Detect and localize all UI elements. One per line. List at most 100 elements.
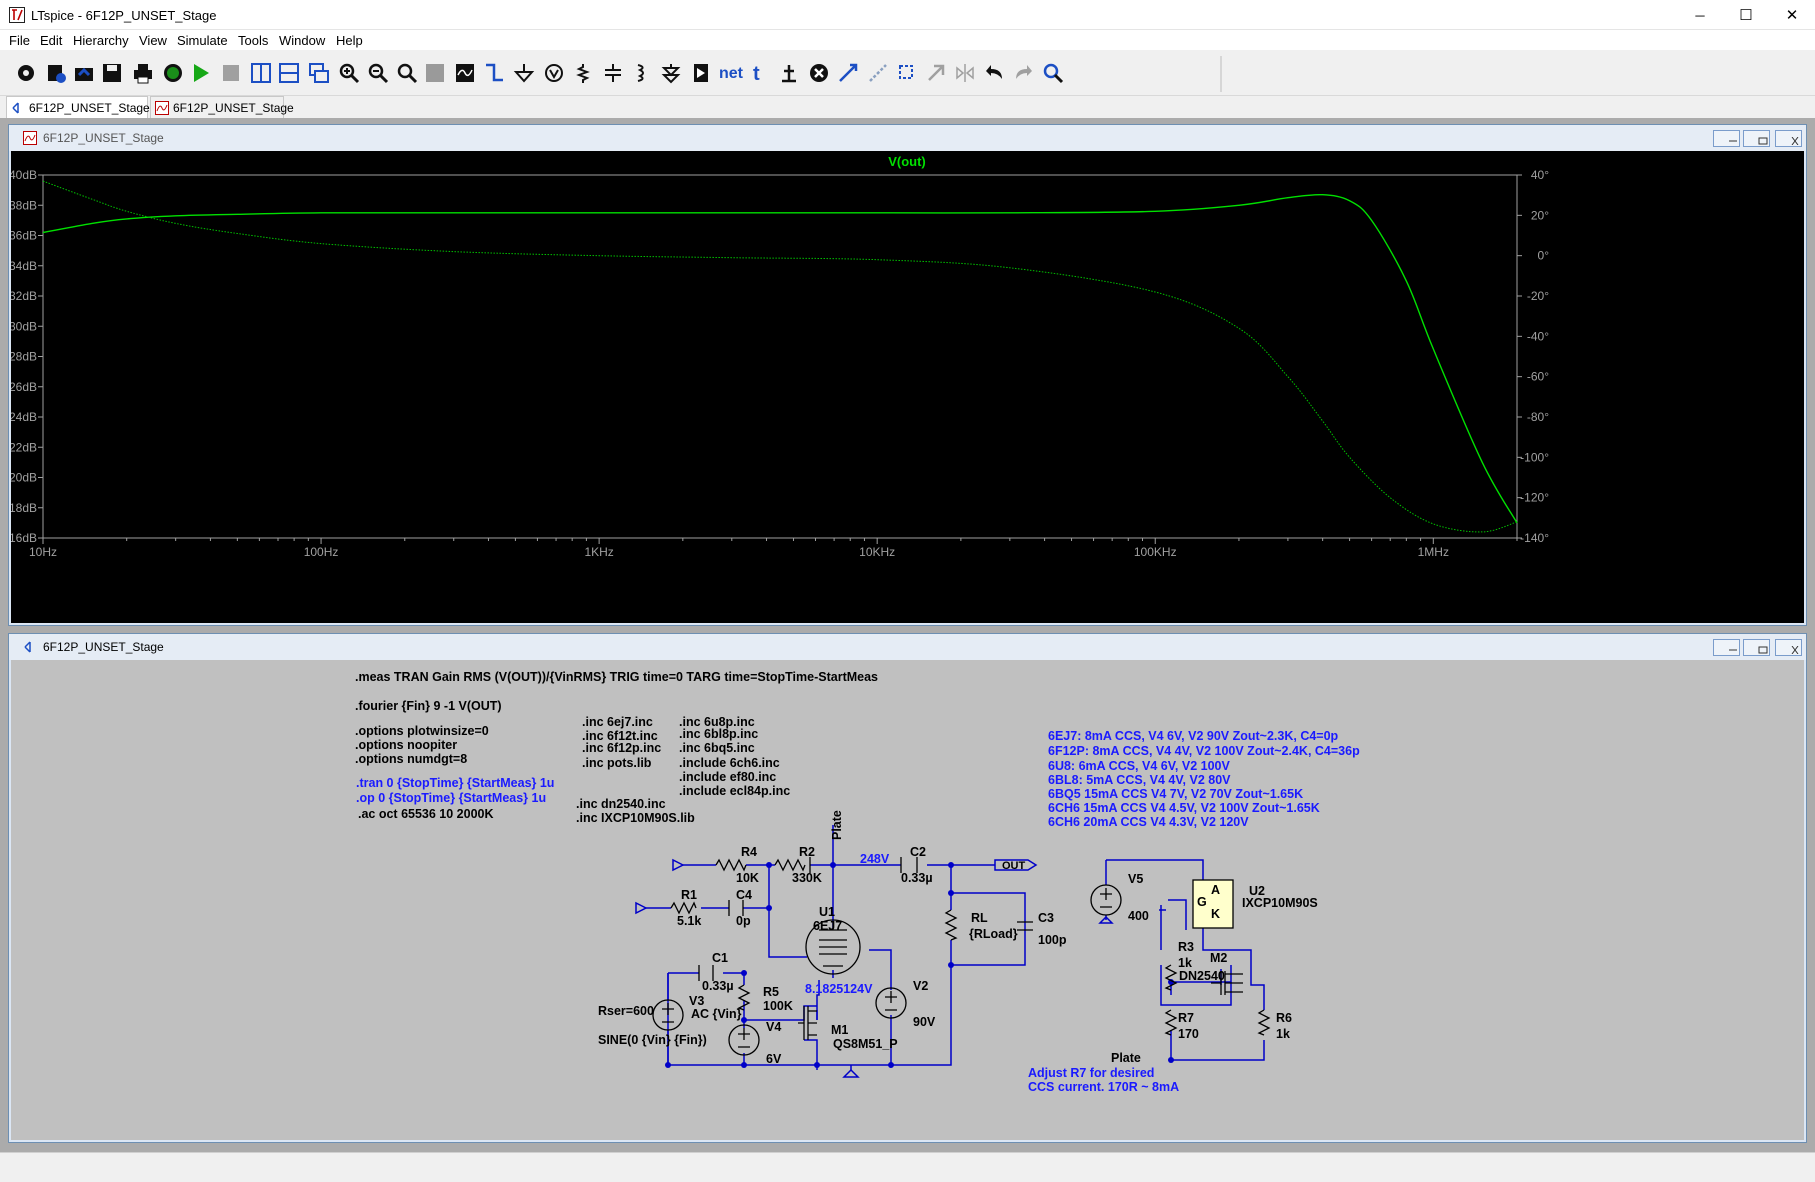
close-button[interactable]: ✕ (1769, 0, 1815, 30)
open-icon[interactable] (75, 67, 93, 81)
voltage-source-v5[interactable] (1090, 884, 1122, 916)
capacitor-c1[interactable] (698, 965, 714, 981)
voltage-source-v3[interactable] (652, 999, 684, 1031)
spice-directive-icon[interactable] (782, 65, 796, 83)
inc-directive-7[interactable]: .inc 6bq5.inc (679, 741, 755, 755)
component-icon[interactable] (545, 64, 563, 82)
net-label-icon[interactable]: net (719, 65, 744, 82)
voltage-source-v2[interactable] (875, 987, 907, 1019)
wire-icon[interactable] (486, 63, 503, 82)
flip-icon[interactable] (956, 64, 974, 82)
net-label-plate[interactable]: Plate (1111, 1051, 1141, 1065)
menu-help[interactable]: Help (336, 33, 363, 48)
capacitor-c3[interactable] (1017, 921, 1033, 931)
menu-tools[interactable]: Tools (238, 33, 269, 48)
menu-view[interactable]: View (139, 33, 167, 48)
autorange-icon[interactable] (456, 64, 474, 82)
mosfet-m2[interactable] (1211, 971, 1243, 995)
tab-schematic[interactable]: 6F12P_UNSET_Stage (6, 96, 150, 118)
child-restore-button[interactable] (1743, 639, 1770, 656)
voltage-source-v4[interactable] (728, 1024, 760, 1056)
resistor-icon[interactable] (576, 64, 590, 83)
move-icon[interactable] (839, 63, 858, 82)
menu-hierarchy[interactable]: Hierarchy (73, 33, 129, 48)
child-close-button[interactable] (1775, 130, 1802, 147)
child-minimize-button[interactable] (1713, 639, 1740, 656)
cascade-icon[interactable] (309, 63, 329, 83)
menu-window[interactable]: Window (279, 33, 326, 48)
minimize-button[interactable]: ─ (1677, 0, 1723, 30)
child-close-button[interactable] (1775, 639, 1802, 656)
ground-icon[interactable] (513, 64, 535, 83)
resistor-r3[interactable] (1164, 964, 1178, 991)
menu-simulate[interactable]: Simulate (177, 33, 228, 48)
inc-directive-12[interactable]: .inc IXCP10M90S.lib (576, 811, 695, 825)
tile-horizontal-icon[interactable] (279, 63, 299, 83)
resistor-r1[interactable] (670, 901, 697, 915)
component-symbol-icon[interactable] (694, 64, 708, 82)
find-icon[interactable] (1043, 63, 1064, 84)
inc-directive-2[interactable]: .inc 6f12t.inc (582, 729, 658, 743)
bode-plot[interactable]: V(out) 40dB38dB36dB34dB32dB30dB28dB26dB2… (9, 151, 1804, 623)
inc-directive-10[interactable]: .include ecl84p.inc (679, 784, 790, 798)
ac-directive[interactable]: .ac oct 65536 10 2000K (358, 807, 494, 821)
schematic-canvas[interactable]: .meas TRAN Gain RMS (V(OUT))/{VinRMS} TR… (11, 660, 1804, 1140)
inc-directive-11[interactable]: .inc dn2540.inc (576, 797, 666, 811)
meas-directive[interactable]: .meas TRAN Gain RMS (V(OUT))/{VinRMS} TR… (355, 670, 878, 684)
zoom-back-icon[interactable] (426, 64, 444, 82)
resistor-r6[interactable] (1257, 1009, 1271, 1036)
delete-icon[interactable] (810, 64, 828, 82)
capacitor-icon[interactable] (605, 64, 621, 82)
zoom-out-icon[interactable] (368, 63, 389, 84)
maximize-button[interactable]: ☐ (1723, 0, 1769, 30)
rotate-icon[interactable] (899, 65, 913, 79)
fourier-directive[interactable]: .fourier {Fin} 9 -1 V(OUT) (355, 699, 502, 713)
menu-file[interactable]: File (9, 33, 30, 48)
print-icon[interactable] (134, 64, 152, 84)
menu-edit[interactable]: Edit (40, 33, 63, 48)
inc-directive-4[interactable]: .inc pots.lib (582, 756, 652, 770)
inc-directive-3[interactable]: .inc 6f12p.inc (582, 741, 661, 755)
undo-icon[interactable] (986, 65, 1002, 79)
inductor-icon[interactable] (637, 64, 644, 82)
ac-analysis-icon[interactable] (164, 64, 182, 82)
mosfet-m1[interactable] (798, 1006, 817, 1040)
tran-directive[interactable]: .tran 0 {StopTime} {StartMeas} 1u (356, 776, 554, 790)
net-label-plate-vertical[interactable]: Plate (830, 810, 844, 840)
inc-directive-1[interactable]: .inc 6ej7.inc (582, 715, 653, 729)
new-schematic-icon[interactable] (48, 65, 66, 83)
capacitor-c4[interactable] (728, 900, 744, 916)
options-directive-2[interactable]: .options noopiter (355, 738, 457, 752)
halt-icon[interactable] (223, 65, 239, 81)
inc-directive-6[interactable]: .inc 6bl8p.inc (679, 727, 758, 741)
ic-u2[interactable] (1192, 879, 1234, 929)
out-net-label[interactable]: OUT (1002, 860, 1026, 872)
text-icon[interactable]: t (753, 63, 760, 85)
components[interactable] (652, 857, 1271, 1056)
tab-waveform[interactable]: 6F12P_UNSET_Stage (150, 96, 294, 118)
settings-icon[interactable] (18, 65, 34, 81)
resistor-r2[interactable] (774, 858, 806, 872)
op-directive[interactable]: .op 0 {StopTime} {StartMeas} 1u (356, 791, 546, 805)
resistor-r5[interactable] (737, 984, 751, 1011)
diode-icon[interactable] (661, 64, 681, 84)
redo-icon[interactable] (1016, 65, 1032, 79)
inc-directive-9[interactable]: .include ef80.inc (679, 770, 776, 784)
drag-icon[interactable] (869, 64, 887, 82)
zoom-fit-icon[interactable] (397, 63, 418, 84)
schematic-drawing[interactable]: .meas TRAN Gain RMS (V(OUT))/{VinRMS} TR… (11, 660, 1804, 1140)
save-icon[interactable] (103, 64, 121, 82)
resistor-rl[interactable] (944, 909, 958, 941)
run-icon[interactable] (194, 64, 209, 82)
zoom-in-icon[interactable] (339, 63, 360, 84)
options-directive-1[interactable]: .options plotwinsize=0 (355, 724, 489, 738)
resistor-r4[interactable] (715, 858, 747, 872)
resistor-r7[interactable] (1164, 1009, 1178, 1036)
child-restore-button[interactable] (1743, 130, 1770, 147)
capacitor-c2[interactable] (809, 857, 918, 873)
inc-directive-8[interactable]: .include 6ch6.inc (679, 756, 780, 770)
tube-u1[interactable] (805, 919, 861, 975)
options-directive-3[interactable]: .options numdgt=8 (355, 752, 467, 766)
child-minimize-button[interactable] (1713, 130, 1740, 147)
